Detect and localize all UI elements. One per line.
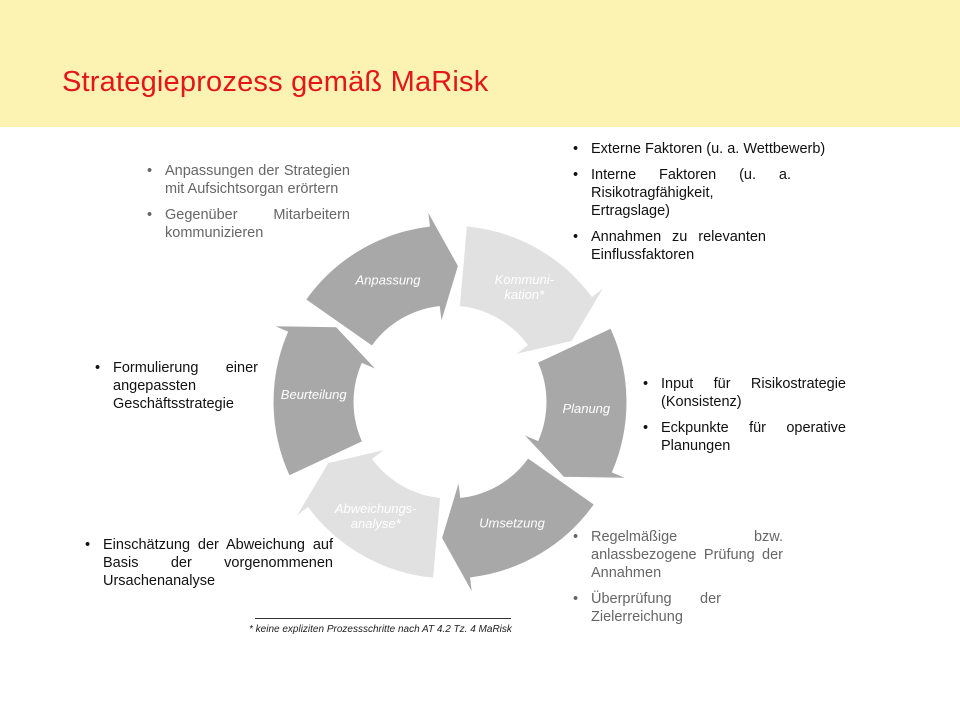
- cycle-label-kommunikation: Kommuni-kation*: [495, 272, 555, 302]
- cycle-arrow-abweichungsanalyse: [290, 445, 444, 581]
- note-item: Einschätzung der Abweichung auf Basis de…: [83, 536, 333, 590]
- note-item: Annahmen zu relevanten Einflussfaktoren: [571, 228, 766, 264]
- cycle-label-line: Beurteilung: [281, 387, 348, 402]
- footnote-divider: [255, 618, 511, 619]
- cycle-arrow-kommunikation: [456, 223, 610, 359]
- note-item: Input für Risikostrategie (Konsistenz): [641, 375, 846, 411]
- cycle-arrow-umsetzung: [438, 454, 598, 600]
- cycle-label-beurteilung: Beurteilung: [281, 387, 348, 402]
- cycle-label-anpassung: Anpassung: [354, 272, 421, 287]
- note-item: Eckpunkte für operative Planungen: [641, 419, 846, 455]
- note-item: Gegenüber Mitarbeitern kommunizieren: [145, 206, 350, 242]
- cycle-label-line: analyse*: [351, 516, 402, 531]
- notes-planung: Externe Faktoren (u. a. Wettbewerb) Inte…: [571, 140, 891, 272]
- cycle-label-umsetzung: Umsetzung: [479, 516, 546, 531]
- header-band: Strategieprozess gemäß MaRisk: [0, 0, 960, 127]
- notes-kommunikation: Anpassungen der Strategien mit Aufsichts…: [145, 162, 350, 250]
- note-item: Formulierung einer angepassten Geschäfts…: [93, 359, 258, 413]
- note-item: Überprüfung der Zielerreichung: [571, 590, 721, 626]
- cycle-arrow-beurteilung: [267, 323, 383, 480]
- note-item: Interne Faktoren (u. a. Risikotragfähigk…: [571, 166, 791, 220]
- notes-abweichungsanalyse: Regelmäßige bzw. anlassbezogene Prüfung …: [571, 528, 783, 634]
- note-item: Anpassungen der Strategien mit Aufsichts…: [145, 162, 350, 198]
- page-title: Strategieprozess gemäß MaRisk: [62, 66, 489, 98]
- cycle-label-line: Kommuni-: [495, 272, 555, 287]
- notes-beurteilung: Einschätzung der Abweichung auf Basis de…: [83, 536, 333, 598]
- cycle-label-line: Abweichungs-: [334, 501, 417, 516]
- cycle-label-line: Anpassung: [354, 272, 421, 287]
- footnote: * keine expliziten Prozessschritte nach …: [249, 624, 512, 635]
- note-item: Externe Faktoren (u. a. Wettbewerb): [571, 140, 891, 158]
- cycle-label-abweichungsanalyse: Abweichungs-analyse*: [334, 501, 417, 531]
- cycle-label-line: Planung: [562, 401, 610, 416]
- cycle-arrow-planung: [517, 324, 633, 481]
- cycle-arrow-anpassung: [302, 204, 462, 350]
- cycle-label-line: Umsetzung: [479, 516, 546, 531]
- cycle-label-planung: Planung: [562, 401, 610, 416]
- cycle-label-line: kation*: [504, 287, 545, 302]
- note-item: Regelmäßige bzw. anlassbezogene Prüfung …: [571, 528, 783, 582]
- notes-anpassung: Formulierung einer angepassten Geschäfts…: [93, 359, 258, 421]
- notes-umsetzung: Input für Risikostrategie (Konsistenz) E…: [641, 375, 846, 463]
